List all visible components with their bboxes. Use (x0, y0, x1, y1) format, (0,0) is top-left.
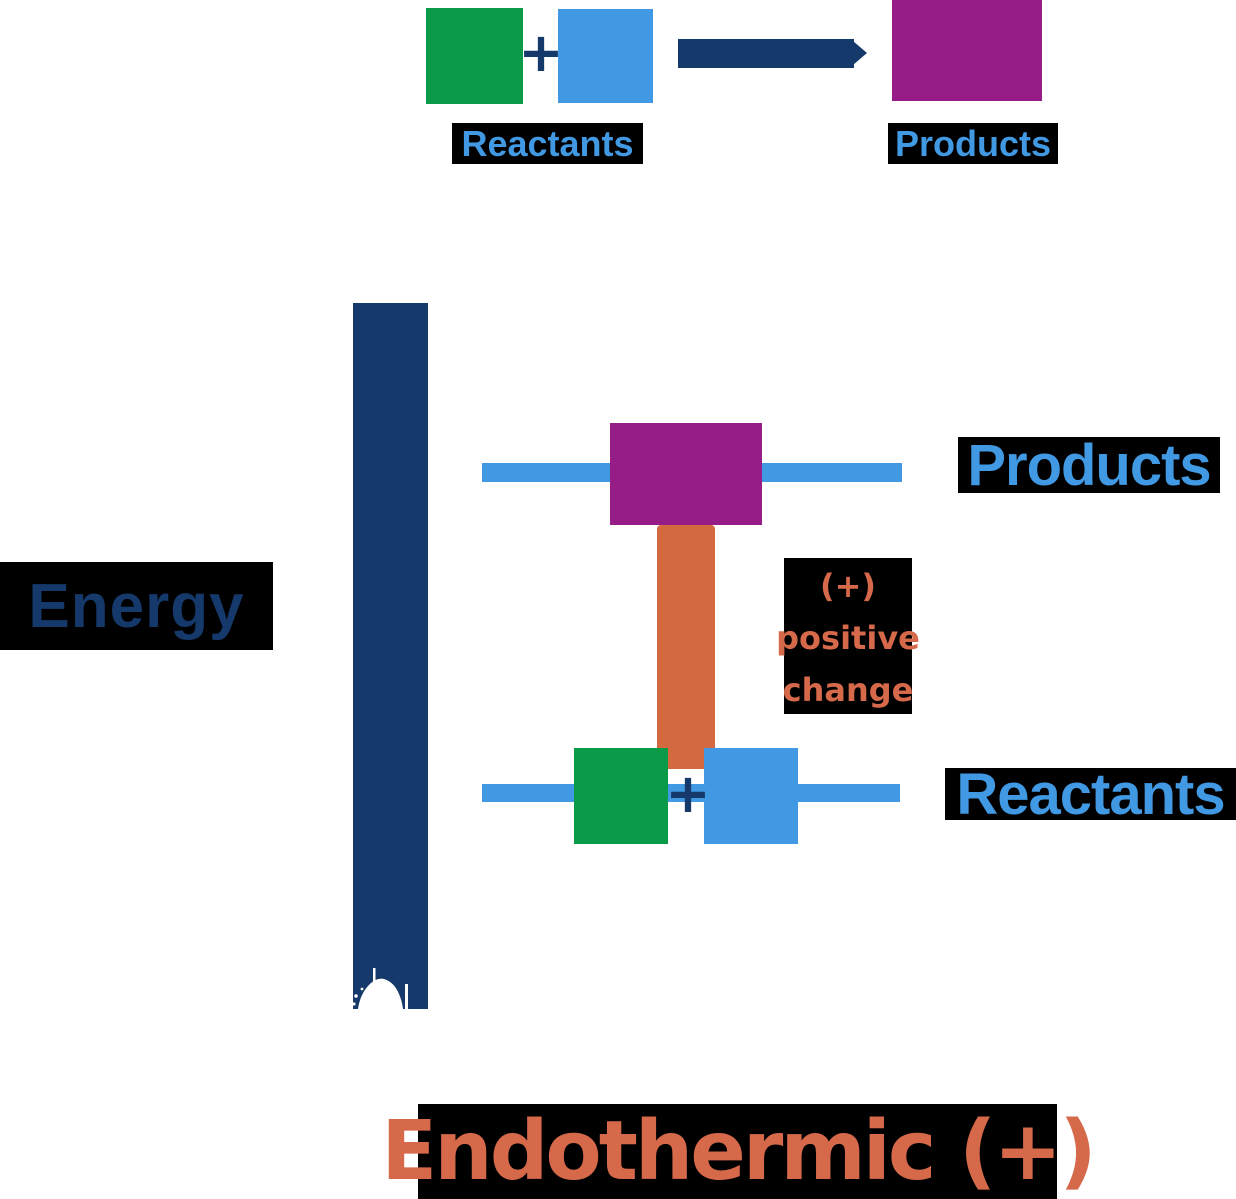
diagram-title: Endothermic (+) (381, 1104, 1097, 1199)
energy-change-word-positive: positive (776, 619, 920, 657)
reaction-arrow-icon (678, 39, 854, 68)
reactants-level-label: Reactants (945, 762, 1236, 827)
energy-change-word-change: change (782, 671, 914, 709)
products-level-label: Products (958, 433, 1220, 498)
energy-change-sign: (+) (819, 567, 877, 605)
products-level-square (610, 423, 762, 525)
energy-axis-label: Energy (0, 562, 273, 650)
reactants-level-blue-square (704, 748, 798, 844)
white-splatter-mark (352, 968, 408, 1009)
reactants-level-green-square (574, 748, 668, 844)
reactants-level-plus-icon: + (665, 761, 711, 825)
energy-axis-bar (353, 303, 428, 1009)
reaction-arrowhead-icon (853, 41, 867, 65)
equation-plus-icon: + (518, 20, 564, 84)
energy-change-bar (657, 525, 715, 769)
equation-reactant-green-square (426, 8, 523, 104)
equation-product-square (892, 0, 1042, 101)
equation-reactant-blue-square (558, 9, 653, 103)
equation-reactants-label: Reactants (452, 123, 643, 164)
energy-change-label: (+) positive change (776, 558, 920, 714)
equation-products-label: Products (888, 123, 1058, 164)
